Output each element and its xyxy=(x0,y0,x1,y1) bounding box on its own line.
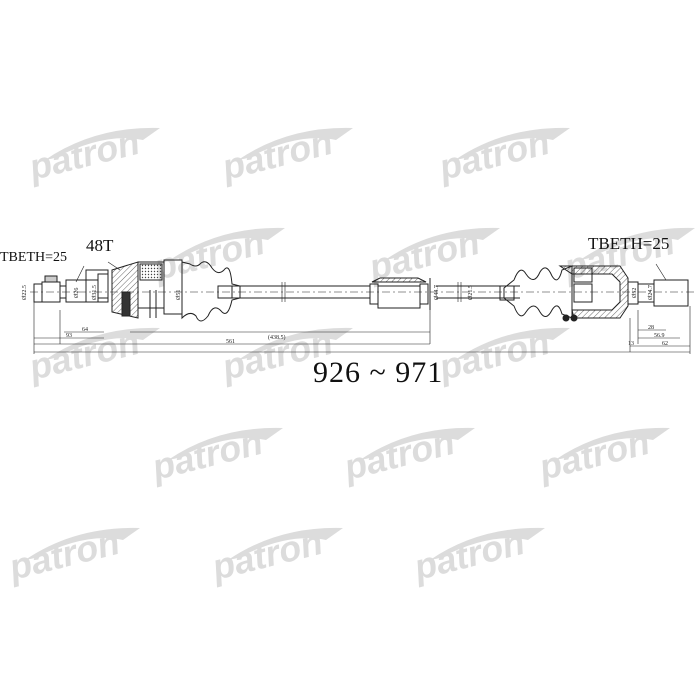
length-range-label: 926 ~ 971 xyxy=(313,356,444,389)
dim-left-spline-diameter: Ø22.5 xyxy=(22,285,28,300)
dim-left-len-93: 93 xyxy=(66,333,72,339)
damper xyxy=(369,277,431,310)
left-teeth-label: TBETH=25 xyxy=(0,250,67,265)
dim-right-spline-diameter: Ø24.7 xyxy=(648,285,654,300)
patron-watermark: patron xyxy=(147,418,298,488)
dim-right-len-56-9: 56.9 xyxy=(654,333,665,339)
patron-watermark: patron xyxy=(149,218,300,288)
dim-right-len-62: 62 xyxy=(662,341,668,347)
dim-right-len-13: 13 xyxy=(628,341,634,347)
dim-left-seal-diameter: Ø31.5 xyxy=(92,285,98,300)
outer-boot xyxy=(181,261,241,322)
abs-ring-label: 48T xyxy=(86,236,114,255)
patron-watermark: patron xyxy=(364,218,515,288)
dim-shaft-length: (438.5) xyxy=(268,334,286,341)
patron-watermark: patron xyxy=(4,518,155,588)
patron-watermark: patron xyxy=(434,318,585,388)
dim-right-housing-diameter: Ø52 xyxy=(632,288,638,298)
patron-watermark: patron xyxy=(24,118,175,188)
dim-overall-561: 561 xyxy=(226,339,235,345)
dim-right-len-28: 28 xyxy=(648,325,654,331)
right-teeth-label: TBETH=25 xyxy=(588,234,670,253)
patron-watermark: patron xyxy=(217,118,368,188)
patron-watermark: patron xyxy=(434,118,585,188)
dim-shaft-diameter: Ø21.5 xyxy=(468,285,474,300)
outer-cv-joint xyxy=(111,259,183,319)
right-spline-stub xyxy=(627,279,689,307)
dim-left-boot-diameter: Ø51 xyxy=(176,290,182,300)
dim-left-neck-diameter: Ø26 xyxy=(74,288,80,298)
inner-tripod-joint xyxy=(558,265,629,322)
patron-watermark: patron xyxy=(339,418,490,488)
left-spline-stub xyxy=(33,269,109,303)
dim-left-len-64: 64 xyxy=(82,327,88,333)
patron-watermark: patron xyxy=(534,418,685,488)
patron-watermark: patron xyxy=(207,518,358,588)
dim-damper-diameter: Ø44.7 xyxy=(434,285,440,300)
patron-watermark: patron xyxy=(409,518,560,588)
